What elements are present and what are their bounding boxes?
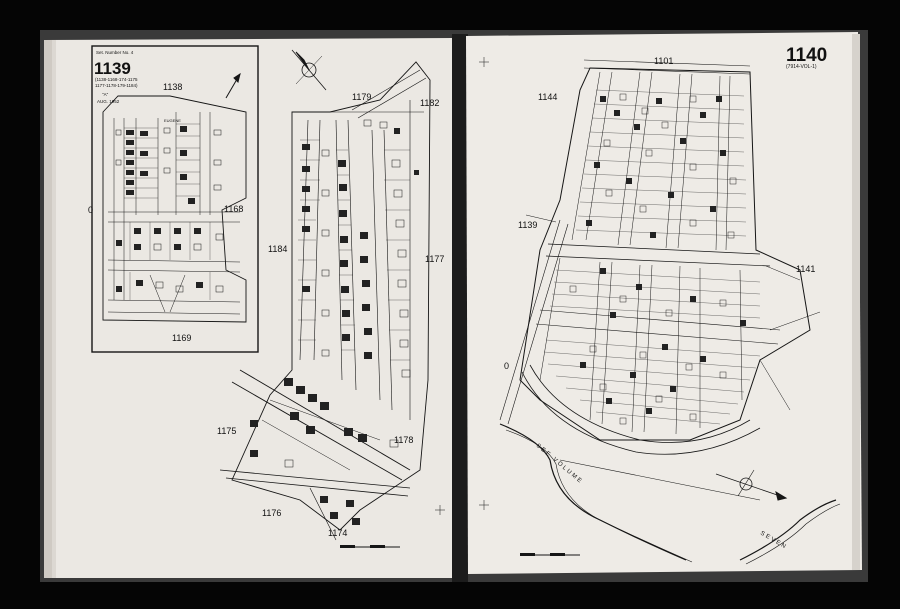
header-note: Set. Number No. 4 bbox=[96, 50, 134, 55]
compass-rose-icon bbox=[715, 469, 788, 501]
left-sheet-number: 1139 bbox=[94, 59, 131, 78]
sheet-ref-1174: 1174 bbox=[328, 528, 347, 538]
compass-rose-icon bbox=[291, 49, 327, 91]
registration-marks bbox=[435, 57, 489, 515]
scale-bar bbox=[340, 545, 400, 548]
sheet-ref-1177: 1177 bbox=[425, 254, 444, 264]
sheet-ref-1175: 1175 bbox=[217, 426, 236, 436]
sheet-ref-1144: 1144 bbox=[538, 92, 557, 102]
sheet-ref-1179: 1179 bbox=[352, 92, 371, 102]
inset-map bbox=[91, 45, 259, 353]
left-page bbox=[44, 38, 456, 578]
sheet-ref-1169: 1169 bbox=[172, 333, 191, 343]
inset-date: AUG. 1952 bbox=[97, 99, 120, 104]
north-arrow-icon bbox=[233, 72, 241, 83]
river-line bbox=[499, 423, 687, 561]
inset-note: "A" bbox=[102, 92, 109, 97]
gutter bbox=[452, 34, 468, 582]
sheet-ref-1101: 1101 bbox=[654, 56, 673, 66]
adjoining-sheets-note-1: (1138-1168-174-1175 bbox=[95, 77, 138, 82]
adjoining-sheets-note-2: 1177-1178-179-1184) bbox=[95, 83, 138, 88]
sheet-ref-1168: 1168 bbox=[224, 204, 243, 214]
street-label: EUGENE bbox=[164, 118, 181, 123]
sheet-ref-1139: 1139 bbox=[518, 220, 537, 230]
sheet-ref-1178: 1178 bbox=[394, 435, 413, 445]
right-page bbox=[466, 32, 862, 574]
right-sub-note: (7914-VOL-1) bbox=[786, 64, 817, 70]
sheet-ref-1141: 1141 bbox=[796, 264, 815, 274]
left-main-map bbox=[219, 49, 431, 548]
right-main-map bbox=[499, 59, 841, 565]
sheet-ref-1176: 1176 bbox=[262, 508, 281, 518]
sheet-ref-0-left: 0 bbox=[88, 205, 93, 215]
sheet-ref-1184: 1184 bbox=[268, 244, 287, 254]
scale-bar bbox=[520, 553, 580, 556]
sheet-ref-0-right: 0 bbox=[504, 361, 509, 371]
right-sheet-number: 1140 bbox=[786, 45, 827, 66]
sheet-ref-1182: 1182 bbox=[420, 98, 439, 108]
sheet-ref-1138: 1138 bbox=[163, 82, 182, 92]
